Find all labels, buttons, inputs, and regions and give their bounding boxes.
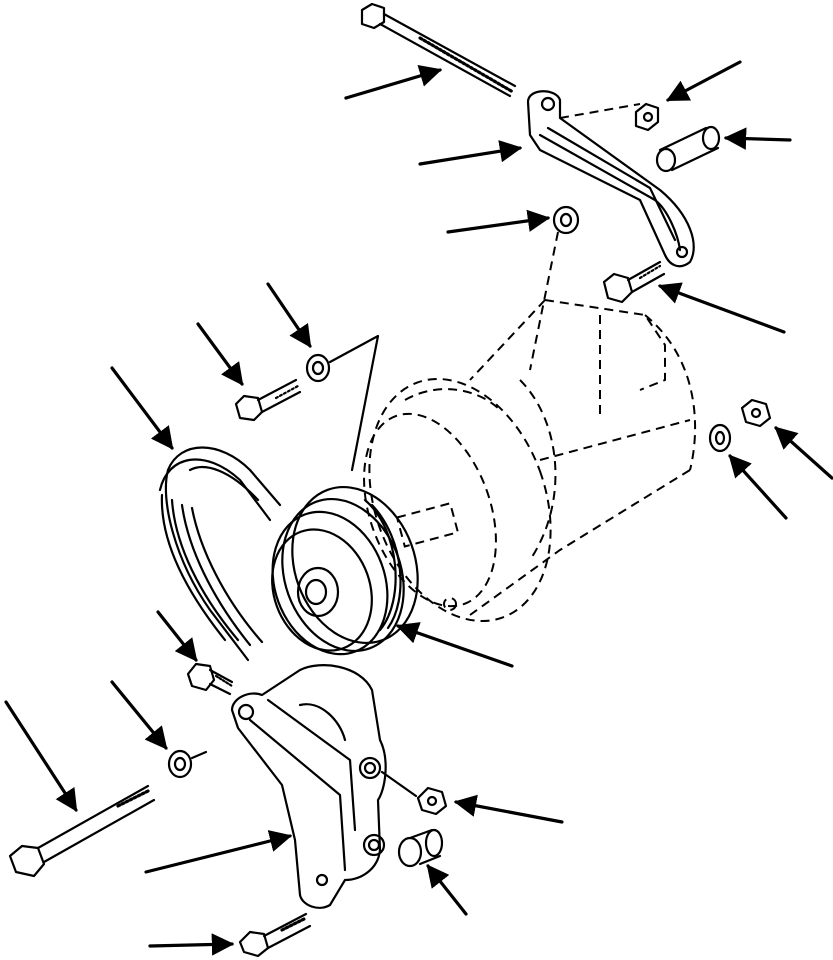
leader-arrow-upper-washer (266, 282, 312, 348)
leader-arrow-adjusting-bolt (344, 65, 443, 100)
bracket-nut (634, 102, 660, 132)
drive-belt (158, 446, 282, 662)
leader-arrow-adjusting-bracket (418, 140, 523, 166)
leader-arrow-mounting-bracket (144, 830, 293, 874)
leader-arrow-rear-nut (774, 426, 833, 480)
lower-spacer (397, 828, 444, 868)
upper-lock-washer (305, 334, 380, 472)
upper-mounting-bolt (234, 378, 302, 422)
bracket-small-capscrew (186, 662, 234, 696)
rear-lock-washer (708, 423, 732, 453)
leader-arrow-pulley (395, 622, 514, 668)
leader-arrow-upper-bolt (196, 322, 244, 386)
long-mounting-bolt (8, 784, 156, 878)
bracket-capscrew (602, 260, 666, 304)
bracket-spacer (655, 125, 721, 173)
leader-arrow-long-bolt (4, 700, 78, 812)
leader-arrow-drive-belt (110, 366, 174, 450)
leader-arrow-bracket-washer (446, 209, 551, 234)
leader-arrow-lower-nut (453, 794, 564, 824)
bottom-capscrew (238, 912, 312, 958)
bracket-washer (529, 205, 580, 371)
leader-arrow-bottom-capscrew (148, 933, 235, 956)
lower-nut (380, 770, 448, 816)
adjusting-bracket (526, 90, 695, 268)
leader-arrow-lower-washer (110, 680, 168, 750)
leader-arrows (4, 60, 833, 956)
alternator-pulley (271, 485, 419, 656)
adjusting-bolt (360, 2, 517, 98)
leader-arrow-bracket-nut (666, 60, 742, 102)
rear-nut (740, 398, 772, 428)
leader-arrow-lower-spacer (426, 864, 468, 916)
mounting-bracket (230, 664, 387, 909)
leader-arrow-small-capscrew (156, 610, 198, 662)
leader-arrow-rear-washer (728, 454, 788, 520)
leader-arrow-bracket-capscrew (657, 282, 786, 334)
lower-washer (167, 749, 208, 779)
alternator-body (363, 299, 697, 623)
leader-arrow-bracket-spacer (723, 127, 792, 150)
